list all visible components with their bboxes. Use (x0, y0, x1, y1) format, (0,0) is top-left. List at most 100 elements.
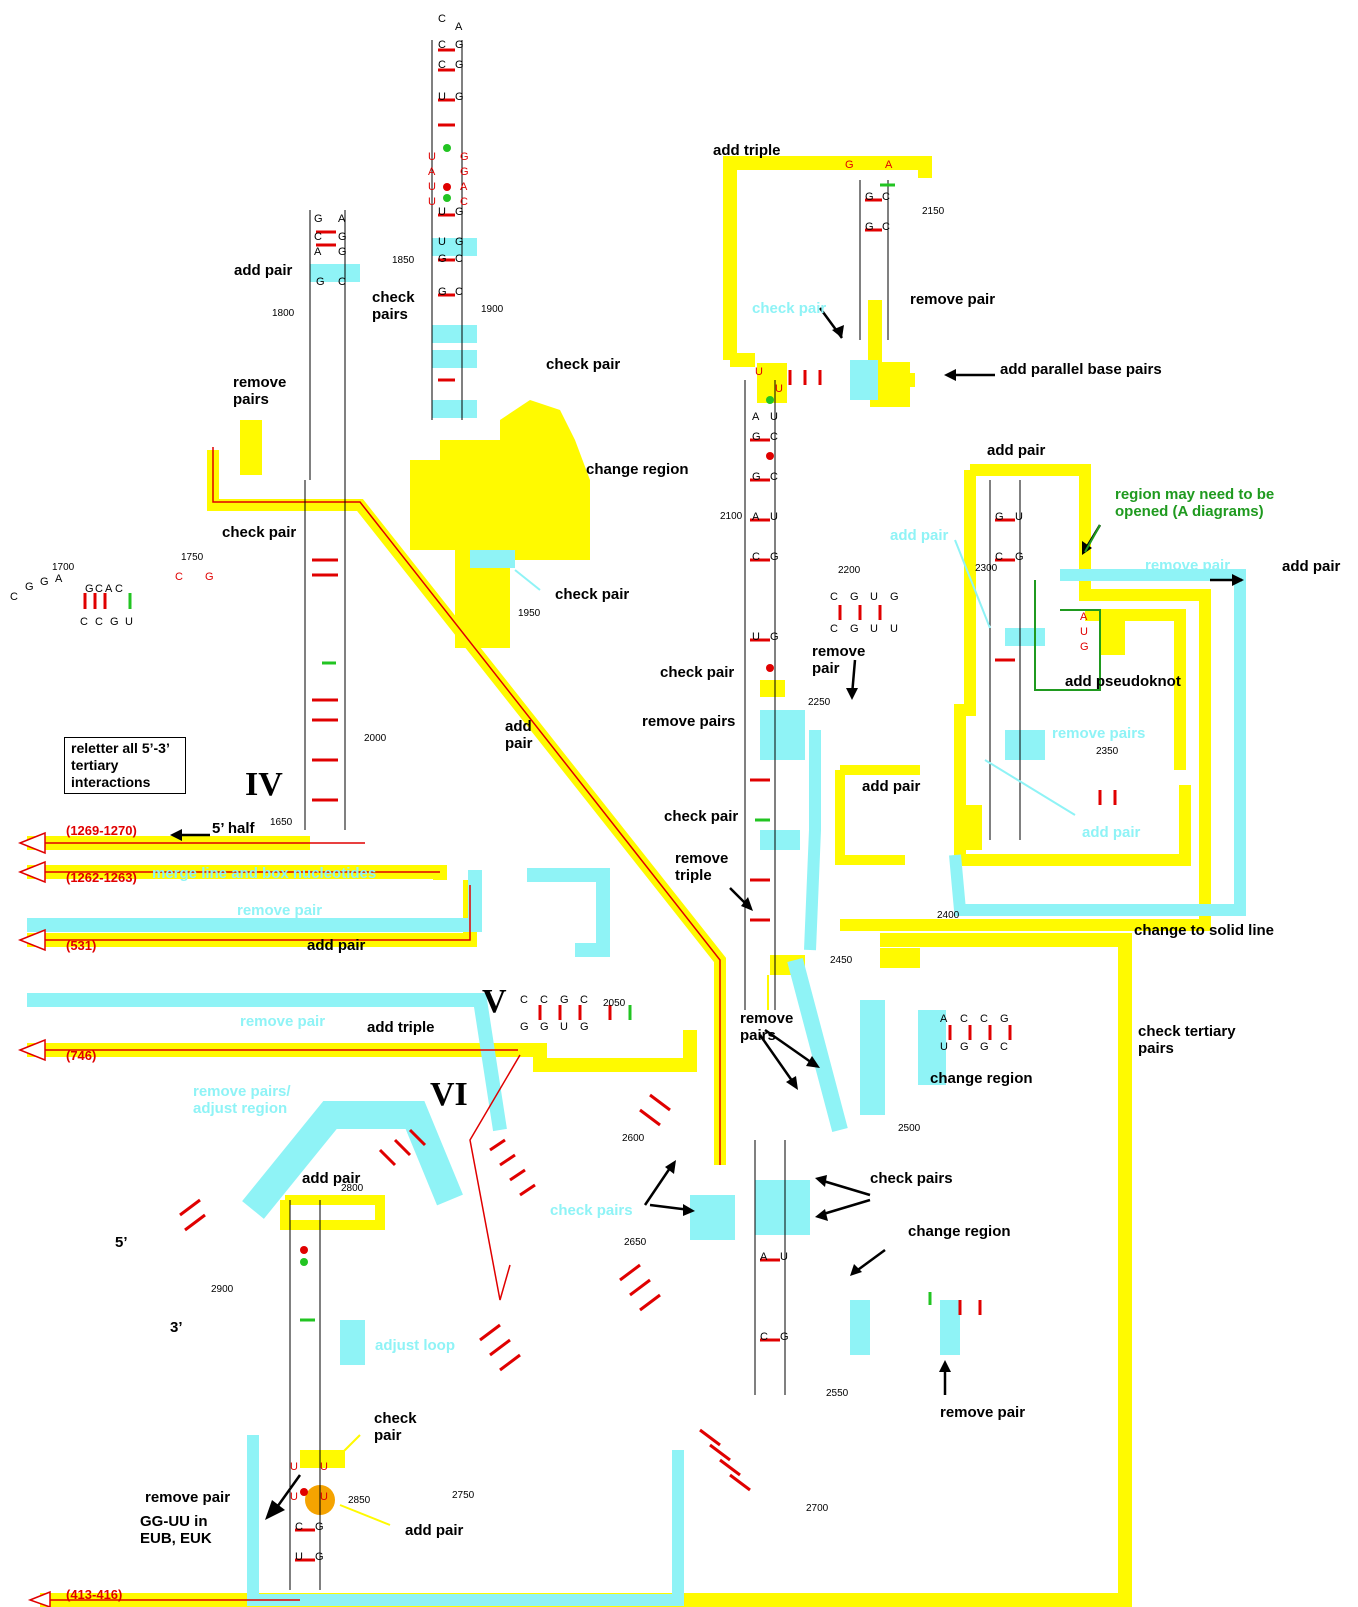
position-1850: 1850 (392, 255, 415, 266)
cyan-pointer-arrows (514, 539, 1076, 816)
svg-text:C: C (95, 583, 103, 595)
svg-text:G: G (1080, 641, 1089, 653)
remove-pair-cyan-v-label: remove pair (240, 1013, 326, 1030)
yellow-pointer-arrows (339, 975, 769, 1526)
base-pair-ticks (83, 48, 1117, 1562)
svg-text:G: G (980, 1041, 989, 1053)
domain-vi-label: VI (430, 1076, 468, 1113)
svg-text:U: U (775, 383, 783, 395)
svg-text:G: G (460, 151, 469, 163)
remove-pair-cyan-iv-label: remove pair (237, 902, 323, 919)
svg-text:C: C (115, 583, 123, 595)
svg-text:G: G (314, 213, 323, 225)
check-pair-2100-label: check pair (660, 664, 735, 681)
domain-v-label: V (482, 983, 507, 1020)
svg-text:A: A (760, 1251, 768, 1263)
svg-text:A: A (314, 246, 322, 258)
five-prime-half-label: 5’ half (212, 820, 255, 837)
svg-text:G: G (850, 591, 859, 603)
svg-text:U: U (125, 616, 133, 628)
pair-dots (300, 183, 774, 1496)
reletter-note-text: reletter all 5’-3’ tertiary interactions (71, 740, 170, 790)
svg-text:G: G (455, 59, 464, 71)
svg-text:U: U (752, 631, 760, 643)
green-pair-ticks (128, 183, 932, 1322)
svg-text:U: U (320, 1461, 328, 1473)
svg-text:C: C (520, 994, 528, 1006)
svg-text:U: U (780, 1251, 788, 1263)
cyan-highlights (27, 569, 1246, 1606)
add-pseudoknot-label: add pseudoknot (1065, 673, 1181, 690)
position-1700: 1700 (52, 562, 75, 573)
green-pointer (1034, 524, 1101, 691)
svg-text:G: G (850, 623, 859, 635)
position-2850: 2850 (348, 1495, 371, 1506)
svg-text:G: G (455, 206, 464, 218)
position-2200: 2200 (838, 565, 861, 576)
remove-pairs-2100-label: remove pairs (642, 713, 736, 730)
red-connector-lines (40, 447, 721, 1601)
tertiary-ref-746: (746) (66, 1048, 97, 1063)
svg-text:G: G (770, 631, 779, 643)
svg-text:G: G (315, 1551, 324, 1563)
svg-text:U: U (320, 1491, 328, 1503)
gg-uu-note-label: GG-UU in EUB, EUK (140, 1513, 212, 1547)
svg-text:C: C (438, 59, 446, 71)
position-2250: 2250 (808, 697, 831, 708)
add-pair-cyan-2350-label: add pair (1082, 824, 1141, 841)
add-pair-2250-label: add pair (862, 778, 921, 795)
svg-text:U: U (438, 236, 446, 248)
svg-text:G: G (780, 1331, 789, 1343)
check-pairs-2650-label: check pairs (870, 1170, 953, 1187)
check-tertiary-pairs-label: check tertiary pairs (1138, 1023, 1236, 1057)
reletter-note-box: reletter all 5’-3’ tertiary interactions (64, 737, 186, 794)
add-pair-diagonal-label: add pair (505, 718, 533, 752)
svg-text:C: C (830, 623, 838, 635)
svg-text:C: C (760, 1331, 768, 1343)
svg-text:G: G (455, 236, 464, 248)
svg-text:C: C (95, 616, 103, 628)
tertiary-ref-531: (531) (66, 938, 97, 953)
position-2550: 2550 (826, 1388, 849, 1399)
add-pair-iv-label: add pair (307, 937, 366, 954)
svg-text:U: U (290, 1461, 298, 1473)
svg-text:U: U (890, 623, 898, 635)
add-pair-2300-label: add pair (987, 442, 1046, 459)
add-pair-2800-label: add pair (302, 1170, 361, 1187)
svg-text:C: C (770, 431, 778, 443)
check-pairs-cyan-label: check pairs (550, 1202, 633, 1219)
svg-text:U: U (438, 91, 446, 103)
remove-pairs-cyan-2350-label: remove pairs (1052, 725, 1146, 742)
add-pair-1800-label: add pair (234, 262, 293, 279)
svg-text:C: C (455, 253, 463, 265)
svg-text:U: U (1080, 626, 1088, 638)
five-prime-end: 5’ (115, 1234, 128, 1251)
check-pairs-1850-label: check pairs (372, 289, 415, 323)
svg-text:A: A (460, 181, 468, 193)
svg-text:G: G (890, 591, 899, 603)
remove-triple-label: remove triple (675, 850, 729, 884)
svg-text:G: G (40, 576, 49, 588)
svg-text:G: G (865, 221, 874, 233)
position-1800: 1800 (272, 308, 295, 319)
svg-text:U: U (770, 511, 778, 523)
position-2100: 2100 (720, 511, 743, 522)
svg-text:G: G (438, 286, 447, 298)
svg-text:G: G (752, 431, 761, 443)
svg-text:G: G (438, 253, 447, 265)
svg-text:G: G (455, 39, 464, 51)
svg-text:A: A (105, 583, 113, 595)
position-2800: 2800 (341, 1183, 364, 1194)
change-to-solid-line-label: change to solid line (1134, 922, 1275, 939)
svg-text:C: C (980, 1013, 988, 1025)
svg-text:C: C (580, 994, 588, 1006)
svg-text:G: G (865, 191, 874, 203)
change-region-2500-label: change region (930, 1070, 1033, 1087)
svg-text:G: G (770, 551, 779, 563)
svg-text:U: U (770, 411, 778, 423)
position-2650: 2650 (624, 1237, 647, 1248)
svg-text:A: A (338, 213, 346, 225)
add-pair-cyan-2300-label: add pair (890, 527, 949, 544)
